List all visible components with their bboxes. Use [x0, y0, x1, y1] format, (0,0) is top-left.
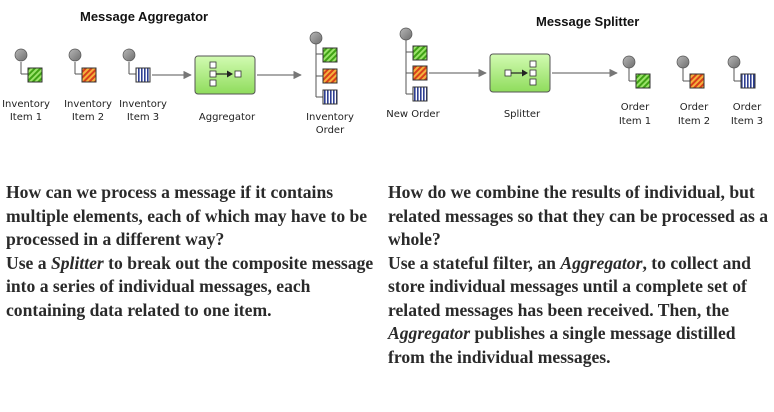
aggregator-processor: [194, 55, 256, 95]
splitter-answer-text: to break out the composite message into …: [6, 252, 374, 320]
aggregator-title: Message Aggregator: [80, 9, 208, 24]
green-hatched-message-icon: [27, 67, 43, 83]
order-item-2-label: Order: [680, 102, 709, 113]
order-item-1-label: Item 1: [619, 116, 651, 127]
order-item-2-message: [676, 55, 705, 89]
inventory-item-1-label: Inventory: [2, 99, 50, 110]
inventory-order-label: Order: [316, 125, 345, 136]
order-item-2-label: Item 2: [678, 116, 710, 127]
inventory-order-message: [309, 31, 338, 105]
aggregator-label: Aggregator: [199, 112, 256, 123]
inventory-item-2-label: Item 2: [72, 112, 104, 123]
orange-hatched-message-icon: [81, 67, 97, 83]
inventory-item-1-message: [14, 48, 43, 83]
aggregator-answer: Use a stateful filter, an Aggregator, to…: [388, 252, 772, 370]
inventory-item-3-label: Inventory: [119, 99, 167, 110]
aggregator-answer-text: Use a stateful filter, an: [388, 252, 561, 273]
new-order-label: New Order: [386, 109, 440, 120]
aggregator-answer-text: publishes a single message distilled fro…: [388, 323, 736, 367]
aggregator-answer-text: , to collect and store individual messag…: [388, 252, 751, 320]
inventory-order-label: Inventory: [306, 112, 354, 123]
order-item-3-label: Order: [733, 102, 762, 113]
splitter-processor: [489, 53, 551, 93]
inventory-item-3-label: Item 3: [127, 112, 159, 123]
order-item-3-message: [727, 55, 756, 89]
order-item-3-label: Item 3: [731, 116, 763, 127]
order-item-1-message: [622, 55, 651, 89]
splitter-answer-text: Use a: [6, 252, 51, 273]
blue-striped-message-icon: [740, 73, 756, 89]
inventory-item-2-label: Inventory: [64, 99, 112, 110]
aggregator-question: How do we combine the results of individ…: [388, 182, 769, 249]
splitter-answer: Use a Splitter to break out the composit…: [6, 252, 390, 323]
splitter-label: Splitter: [504, 109, 541, 120]
aggregator-term: Aggregator: [388, 323, 471, 343]
green-hatched-message-icon: [635, 73, 651, 89]
orange-hatched-message-icon: [689, 73, 705, 89]
inventory-item-2-message: [68, 48, 97, 83]
new-order-message: [399, 27, 428, 102]
splitter-description: How can we process a message if it conta…: [6, 181, 390, 322]
aggregator-description: How do we combine the results of individ…: [388, 181, 772, 369]
aggregator-term: Aggregator: [560, 252, 643, 273]
inventory-item-3-message: [122, 48, 151, 83]
splitter-term: Splitter: [50, 252, 104, 273]
splitter-title: Message Splitter: [536, 14, 639, 29]
inventory-item-1-label: Item 1: [10, 112, 42, 123]
splitter-question: How can we process a message if it conta…: [6, 182, 368, 249]
order-item-1-label: Order: [621, 102, 650, 113]
blue-striped-message-icon: [135, 67, 151, 83]
